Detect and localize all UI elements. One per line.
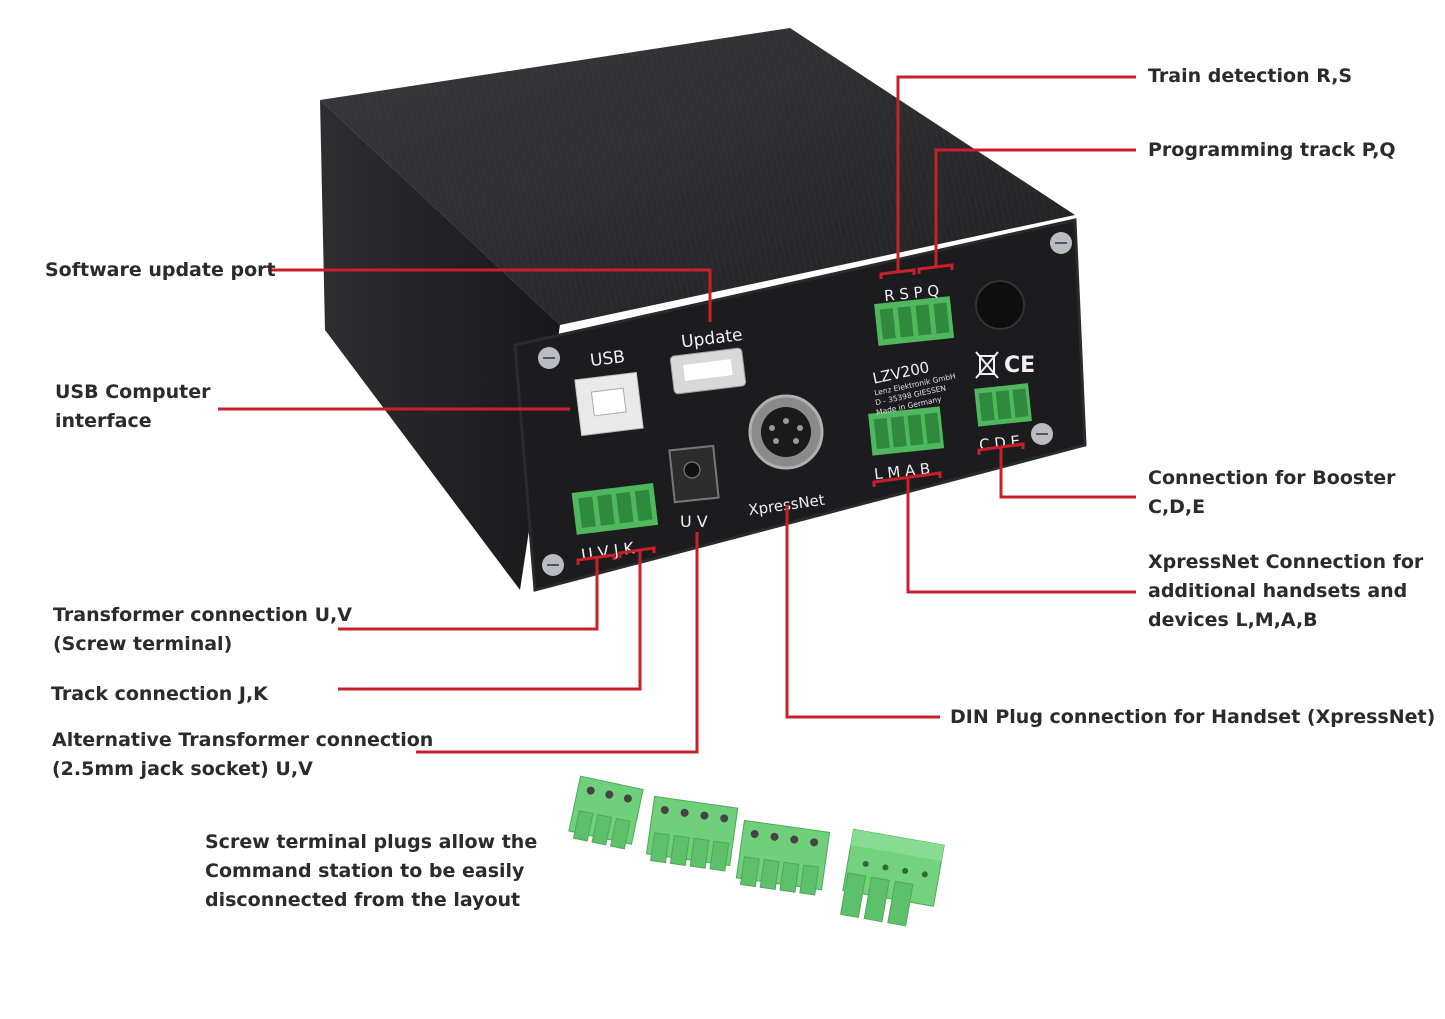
screw-icon (542, 554, 564, 576)
callout-line: DIN Plug connection for Handset (XpressN… (950, 706, 1436, 728)
callout-line: Command station to be easily (205, 860, 525, 882)
plug-4pin-2 (645, 795, 739, 872)
leader-programming-track (934, 148, 1136, 266)
callout-line: interface (55, 410, 152, 432)
screw-icon (1050, 232, 1072, 254)
callout-line: XpressNet Connection for (1148, 551, 1424, 573)
callout-programming-track: Programming track P,Q (1148, 136, 1396, 165)
plug-4pin-3 (735, 819, 831, 896)
callout-transformer: Transformer connection U,V (Screw termin… (53, 601, 352, 659)
callout-xpressnet-connection: XpressNet Connection for additional hand… (1148, 548, 1423, 635)
terminal-block-lmab (868, 406, 945, 456)
plug-header-4 (840, 828, 945, 927)
callout-line: (Screw terminal) (53, 633, 233, 655)
rspq-label: R S P Q (883, 281, 940, 305)
leader-xpressnet (906, 478, 1136, 594)
callout-train-detection: Train detection R,S (1148, 62, 1352, 91)
screw-icon (538, 347, 560, 369)
screw-icon (1031, 423, 1053, 445)
enclosure-top-fins (320, 28, 1075, 325)
callout-line: additional handsets and (1148, 580, 1408, 602)
ce-mark: CE (1004, 353, 1035, 378)
terminal-block-rspq (874, 296, 955, 346)
callout-line: C,D,E (1148, 496, 1206, 518)
callout-line: Software update port (45, 259, 276, 281)
callout-line: Programming track P,Q (1148, 139, 1396, 161)
callout-line: Train detection R,S (1148, 65, 1353, 87)
callout-line: disconnected from the layout (205, 889, 521, 911)
status-button (975, 280, 1025, 330)
leader-alt-transformer (416, 532, 699, 754)
callout-line: Track connection J,K (51, 683, 268, 705)
leader-software-update (268, 268, 712, 322)
terminal-block-uvjk (571, 483, 659, 535)
callout-usb-interface: USB Computer interface (55, 378, 210, 436)
callout-software-update: Software update port (45, 256, 276, 285)
callout-line: Screw terminal plugs allow the (205, 831, 538, 853)
usb-port-label: USB (589, 347, 626, 371)
enclosure-side (320, 100, 560, 590)
callout-booster: Connection for Booster C,D,E (1148, 464, 1396, 522)
callout-alt-transformer: Alternative Transformer connection (2.5m… (52, 726, 433, 784)
jack-label: U V (680, 512, 708, 531)
leader-booster (999, 447, 1136, 499)
callout-line: Connection for Booster (1148, 467, 1396, 489)
weee-bin-icon (975, 351, 999, 379)
plug-3pin-1 (568, 775, 644, 850)
callout-din-plug: DIN Plug connection for Handset (XpressN… (950, 703, 1435, 732)
callout-line: Transformer connection U,V (53, 604, 352, 626)
leader-din-plug (785, 505, 940, 719)
terminal-block-cde (974, 383, 1032, 427)
leader-train-detection (896, 75, 1136, 271)
callout-line: Alternative Transformer connection (52, 729, 434, 751)
callout-line: USB Computer (55, 381, 211, 403)
callout-track: Track connection J,K (51, 680, 268, 709)
callout-line: devices L,M,A,B (1148, 609, 1318, 631)
callout-line: (2.5mm jack socket) U,V (52, 758, 313, 780)
callout-plugs-note: Screw terminal plugs allow the Command s… (205, 828, 537, 915)
leader-transformer (338, 558, 599, 631)
leader-lines (218, 75, 1136, 754)
leader-track (338, 551, 642, 691)
